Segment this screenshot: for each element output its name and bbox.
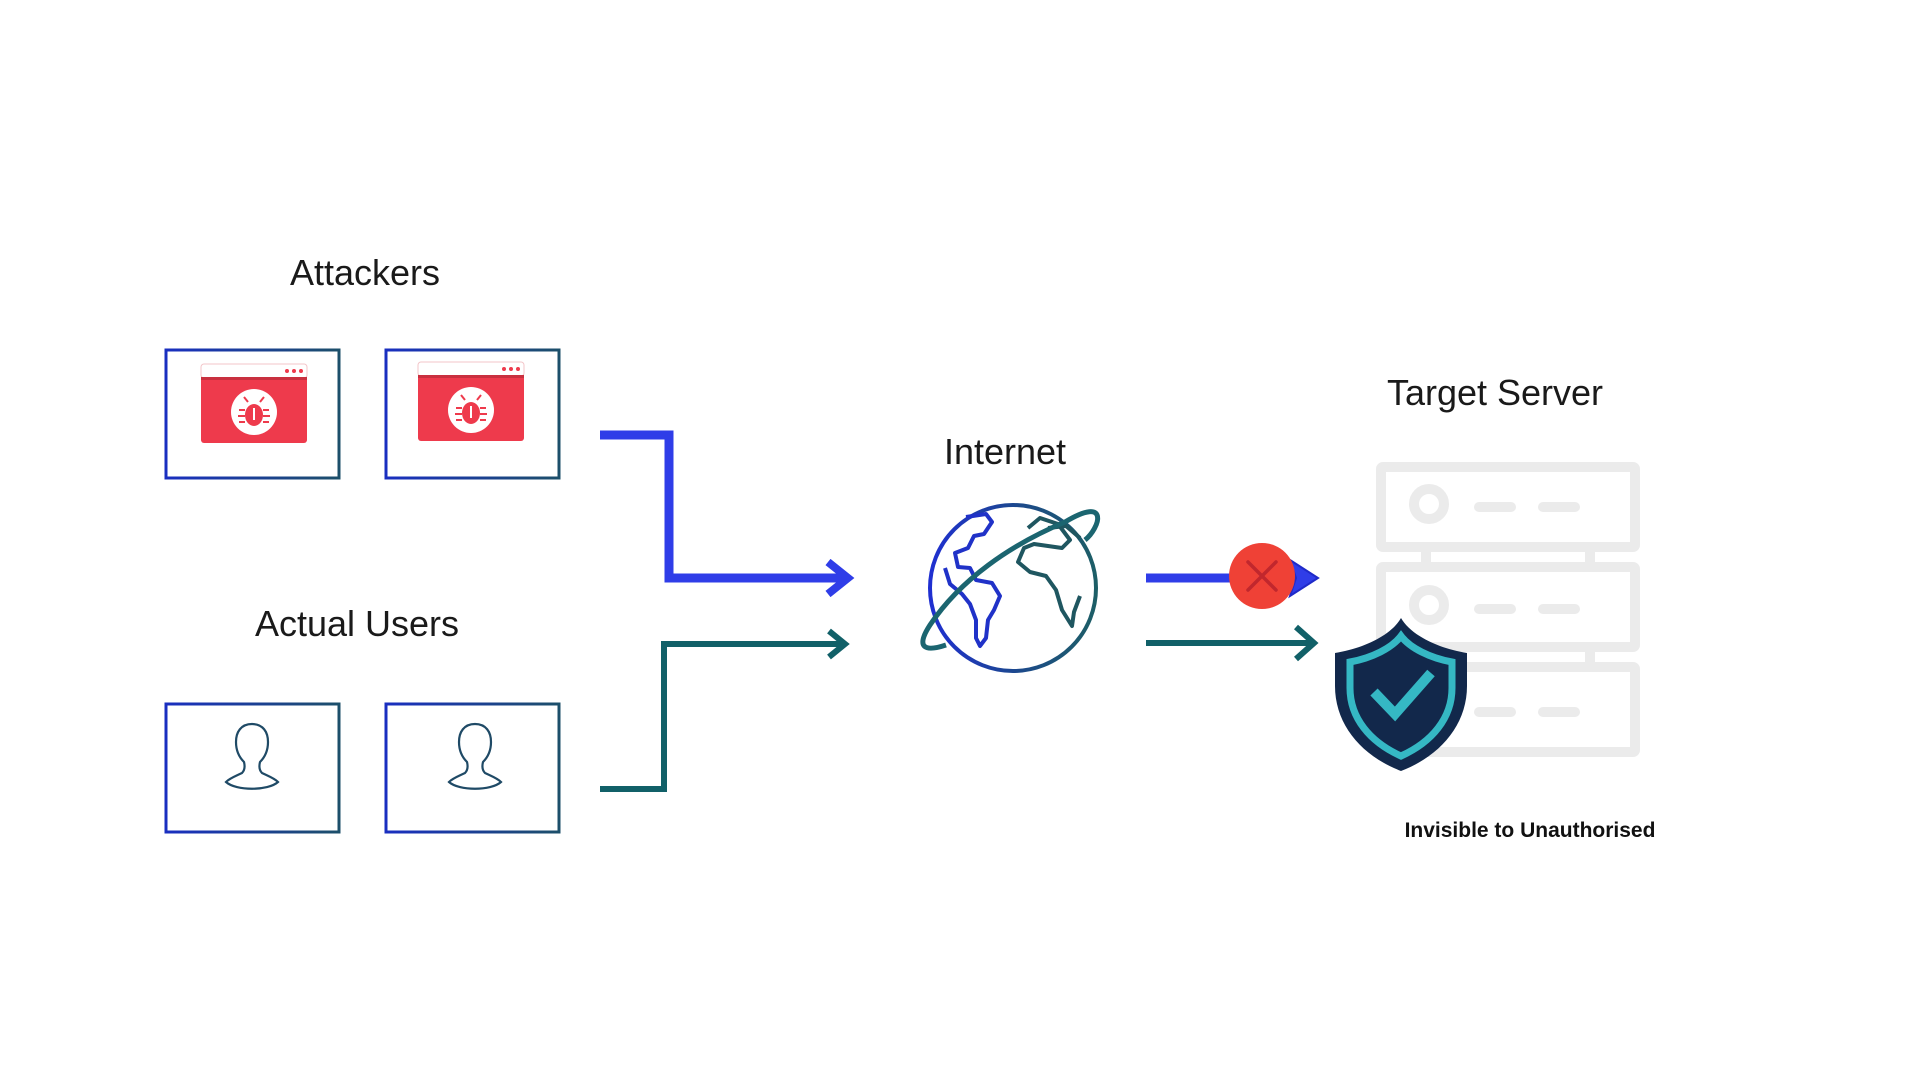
server-caption: Invisible to Unauthorised xyxy=(1404,819,1656,842)
internet-label: Internet xyxy=(943,431,1067,472)
attacker-computer-1 xyxy=(164,348,341,524)
malware-window-icon xyxy=(417,361,525,441)
monitor-icon xyxy=(164,702,341,877)
blocked-indicator xyxy=(1229,543,1295,609)
malware-window-icon xyxy=(200,363,308,443)
allowed-user-arrow xyxy=(1146,624,1319,662)
close-icon xyxy=(1246,560,1278,592)
monitor-icon xyxy=(384,348,561,524)
attacker-computer-2 xyxy=(384,348,561,524)
bug-icon xyxy=(231,389,277,435)
user-computer-2 xyxy=(384,702,561,877)
bug-icon xyxy=(448,387,494,433)
user-silhouette-icon xyxy=(447,722,503,790)
attackers-label: Attackers xyxy=(289,252,441,293)
attacker-flow-arrow xyxy=(600,430,855,598)
monitor-icon xyxy=(384,702,561,877)
target-server-label: Target Server xyxy=(1386,372,1604,413)
user-silhouette-icon xyxy=(224,722,280,790)
monitor-icon xyxy=(164,348,341,524)
user-computer-1 xyxy=(164,702,341,877)
shield-check-icon xyxy=(1335,618,1467,771)
globe-icon xyxy=(920,503,1101,673)
actual-users-label: Actual Users xyxy=(254,603,460,644)
user-flow-arrow xyxy=(600,628,850,792)
